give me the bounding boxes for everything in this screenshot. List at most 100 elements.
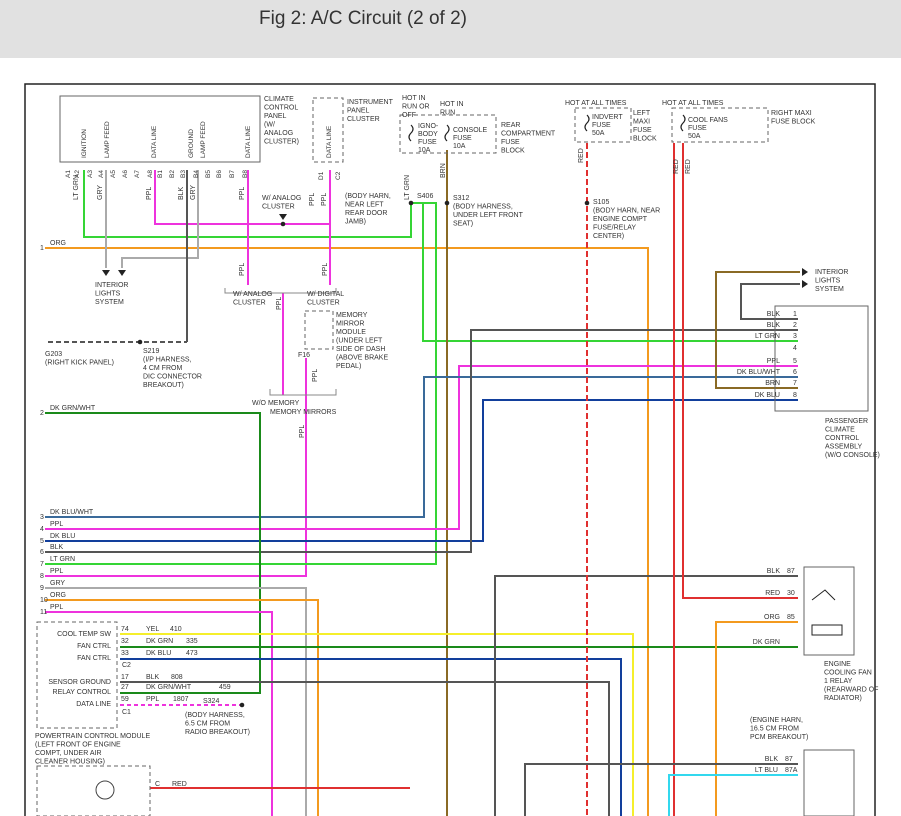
vlabel-ltgrn: LT GRN	[73, 175, 80, 200]
interior-left-line-1: INTERIOR	[95, 282, 128, 289]
ipc-pinlabel: DATA LINE	[326, 125, 333, 158]
relay1-label-line-1: ENGINE	[824, 661, 851, 668]
pca-num-5: 5	[793, 358, 797, 365]
relay-num-3: 85	[787, 614, 795, 621]
left-wire-color-8: PPL	[50, 568, 63, 575]
rear-block-label-line-4: BLOCK	[501, 148, 525, 155]
rear-compartment-fuse-block	[399, 114, 497, 154]
ign-fuse-symbol	[408, 124, 414, 142]
left-wire-color-2: DK GRN/WHT	[50, 405, 96, 412]
relay-color-1: BLK	[767, 568, 781, 575]
ipc-pin-d1: D1	[318, 171, 325, 180]
arrow-analog-cluster	[279, 214, 287, 220]
motor-pin-label: C	[155, 781, 160, 788]
ccp-pinlabel-5: LAMP FEED	[200, 121, 207, 158]
ccp-pin-A5: A5	[110, 170, 117, 178]
splice-s105	[584, 200, 590, 206]
ipc-pin-c2: C2	[335, 171, 342, 180]
splice-s219	[137, 339, 143, 345]
ign-fuse-label-line-1: IGNO-	[418, 123, 439, 130]
vlabel-red-2: RED	[685, 159, 692, 174]
pca-num-8: 8	[793, 392, 797, 399]
pca-color-6: DK BLU/WHT	[737, 369, 781, 376]
wo-memory-label: W/O MEMORY	[252, 400, 300, 407]
left-wire-color-10: ORG	[50, 592, 66, 599]
w-digital-line-1: W/ DIGITAL	[307, 291, 344, 298]
wire-layer	[45, 143, 800, 816]
indvert-fuse-symbol	[584, 114, 590, 132]
left-wire-num-6: 6	[40, 549, 44, 556]
w-digital-line-2: CLUSTER	[307, 300, 340, 307]
memory-label-line-6: (ABOVE BRAKE	[336, 355, 388, 362]
passenger-label-line-2: CLIMATE	[825, 427, 855, 434]
pcm-pin-59: 59	[121, 696, 129, 703]
ccp-pin-A7: A7	[134, 170, 141, 178]
splice-s312	[444, 200, 450, 206]
passenger-label-line-4: ASSEMBLY	[825, 444, 863, 451]
wire-ppl-dataline-b1	[154, 170, 331, 225]
right-maxi-label-line-2: FUSE BLOCK	[771, 119, 816, 126]
pcm-row-5: RELAY CONTROL	[53, 689, 112, 696]
pcm-circuit-1807: 1807	[173, 696, 189, 703]
pca-color-7: BRN	[765, 380, 780, 387]
bottom-num-2: 87A	[785, 767, 798, 774]
pcm-label-line-4: CLEANER HOUSING)	[35, 759, 105, 766]
ipc-label-line-2: PANEL	[347, 108, 370, 115]
wire-ltgrn-7	[45, 202, 437, 565]
engine-harn-label-line-3: PCM BREAKOUT)	[750, 734, 808, 741]
left-maxi-label-line-4: BLOCK	[633, 136, 657, 143]
wire-red-30	[682, 143, 798, 599]
right-maxi-fuse-block	[671, 107, 769, 143]
indvert-label-line-1: INDVERT	[592, 114, 623, 121]
vlabel-ppl-d1: PPL	[309, 193, 316, 206]
ccp-pin-A1: A1	[65, 170, 72, 178]
ign-fuse-label-line-3: FUSE	[418, 139, 437, 146]
pcm-circuit-473: 473	[186, 650, 198, 657]
left-wire-num-9: 9	[40, 585, 44, 592]
pcm-color-2: DK GRN	[146, 638, 173, 645]
wire-org-85	[715, 621, 798, 816]
pca-num-6: 6	[793, 369, 797, 376]
wire-org-10	[45, 599, 319, 816]
relay1-label-line-4: (REARWARD OF	[824, 687, 878, 694]
diagram-frame	[24, 83, 876, 816]
left-wire-num-1: 1	[40, 245, 44, 252]
g203-label-line-2: (RIGHT KICK PANEL)	[45, 360, 114, 367]
pcm-circuit-459: 459	[219, 684, 231, 691]
ccp-pin-B8: B8	[242, 170, 249, 178]
s312-label-line-3: UNDER LEFT FRONT	[453, 212, 524, 219]
relay-color-3: ORG	[764, 614, 780, 621]
w-analog-top-line-2: CLUSTER	[262, 204, 295, 211]
s105-label-line-3: ENGINE COMPT	[593, 216, 648, 223]
passenger-climate-control-assembly	[774, 305, 869, 412]
passenger-label-line-5: (W/O CONSOLE)	[825, 452, 880, 459]
figure-title: Fig 2: A/C Circuit (2 of 2)	[259, 8, 468, 29]
ccp-pin-A6: A6	[122, 170, 129, 178]
vlabel-ppl-digital: PPL	[322, 263, 329, 276]
rear-block-label-line-1: REAR	[501, 122, 520, 129]
wire-dkgrnwht-2	[45, 412, 261, 694]
passenger-label-line-1: PASSENGER	[825, 418, 868, 425]
pcm-circuit-410: 410	[170, 626, 182, 633]
ccp-pin-A2: A2	[74, 170, 81, 178]
vlabel-blk-b3: BLK	[178, 186, 185, 200]
hot-all-label: HOT AT ALL TIMES	[565, 100, 627, 107]
pcm-row-3: FAN CTRL	[77, 655, 111, 662]
motor-color-label: RED	[172, 781, 187, 788]
hot-run-label-line-1: HOT IN	[402, 95, 426, 102]
interior-left-line-2: LIGHTS	[95, 291, 121, 298]
interior-left-line-3: SYSTEM	[95, 299, 124, 306]
ccp-pin-B5: B5	[205, 170, 212, 178]
pcm-color-3: DK BLU	[146, 650, 171, 657]
pca-color-3: LT GRN	[755, 333, 780, 340]
fan-motor-box	[36, 765, 151, 816]
vlabel-ppl-b8: PPL	[239, 187, 246, 200]
w-analog-bottom-line-2: CLUSTER	[233, 300, 266, 307]
ccp-label-line-6: CLUSTER)	[264, 139, 299, 146]
left-wire-num-11: 11	[40, 609, 47, 616]
relay1-label-line-5: RADIATOR)	[824, 695, 862, 702]
ipc-label-line-1: INSTRUMENT	[347, 99, 394, 106]
arrow-interior-right-2	[802, 280, 808, 288]
vlabel-ltgrn-s406: LT GRN	[404, 175, 411, 200]
